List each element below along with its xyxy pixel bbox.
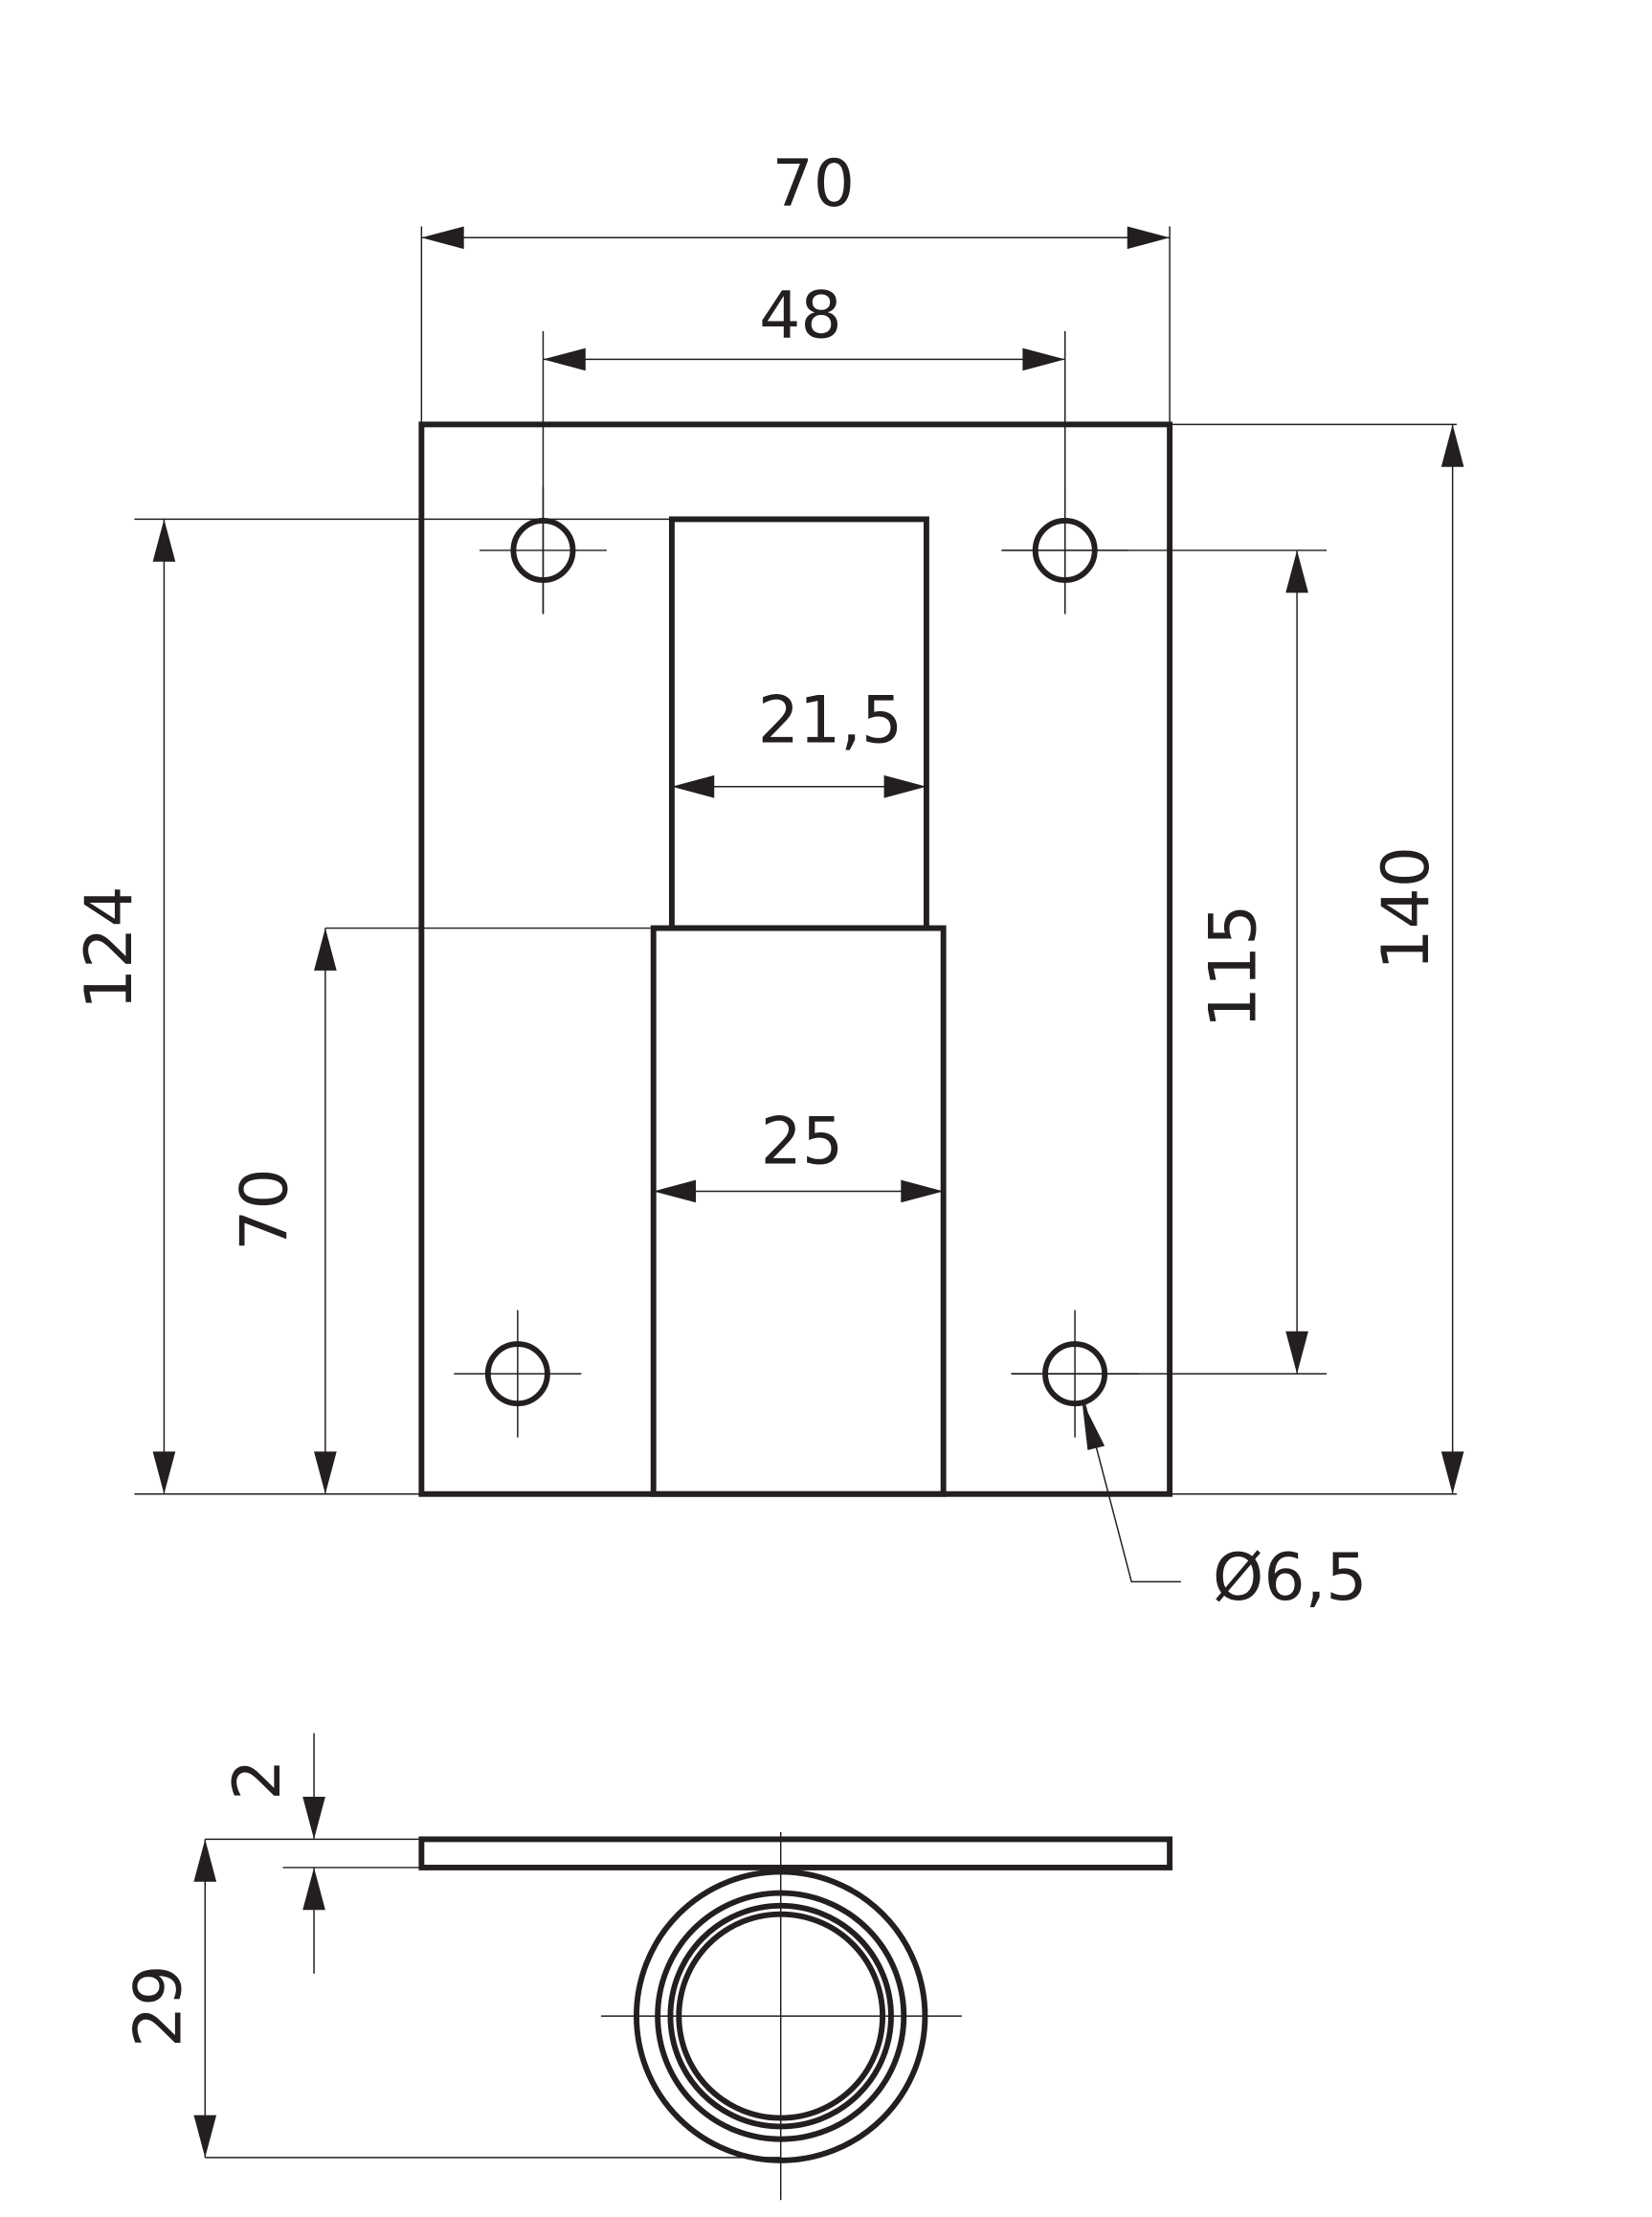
dim-overall-width-label: 70 xyxy=(771,146,854,222)
arrow xyxy=(193,1839,217,1882)
arrow xyxy=(302,1797,325,1840)
dim-hole-spacing-horizontal-label: 48 xyxy=(759,279,841,354)
arrow xyxy=(901,1179,944,1203)
arrow xyxy=(1285,1331,1308,1375)
hole-diameter-leader xyxy=(1083,1402,1181,1583)
arrow xyxy=(302,1867,325,1911)
leader-arrow xyxy=(1082,1400,1105,1450)
plate-outline xyxy=(418,421,1173,1497)
dim-plate-thickness-label: 2 xyxy=(220,1759,296,1801)
dim-lower-slot-height-label: 70 xyxy=(227,1168,302,1251)
arrow xyxy=(671,774,715,798)
arrow xyxy=(314,928,337,971)
dim-hole-diameter-label: Ø6,5 xyxy=(1213,1540,1368,1616)
arrow xyxy=(543,347,586,371)
side-view: 2 29 xyxy=(121,1733,1173,2201)
arrow xyxy=(152,1451,176,1494)
arrow xyxy=(883,774,926,798)
arrow xyxy=(1127,226,1171,250)
arrow xyxy=(1440,1451,1464,1494)
arrow xyxy=(653,1179,697,1203)
dim-total-depth-label: 29 xyxy=(121,1965,196,2049)
arrow xyxy=(1022,347,1065,371)
plate-side-profile xyxy=(418,1836,1173,1870)
top-view: 70 48 21,5 25 124 70 115 140 Ø6,5 xyxy=(72,146,1464,1616)
arrow xyxy=(421,226,464,250)
arrow xyxy=(314,1451,337,1494)
dim-lower-slot-width-label: 25 xyxy=(761,1105,843,1180)
lower-slot xyxy=(650,925,947,1497)
arrow xyxy=(1285,549,1308,593)
dim-hole-spacing-vertical-label: 115 xyxy=(1196,905,1272,1029)
dim-left-height-label: 124 xyxy=(72,885,147,1010)
arrow xyxy=(1440,424,1464,467)
dim-overall-height-label: 140 xyxy=(1369,846,1444,971)
arrow xyxy=(152,519,176,562)
dim-upper-slot-width-label: 21,5 xyxy=(758,683,903,758)
arrow xyxy=(193,2115,217,2158)
